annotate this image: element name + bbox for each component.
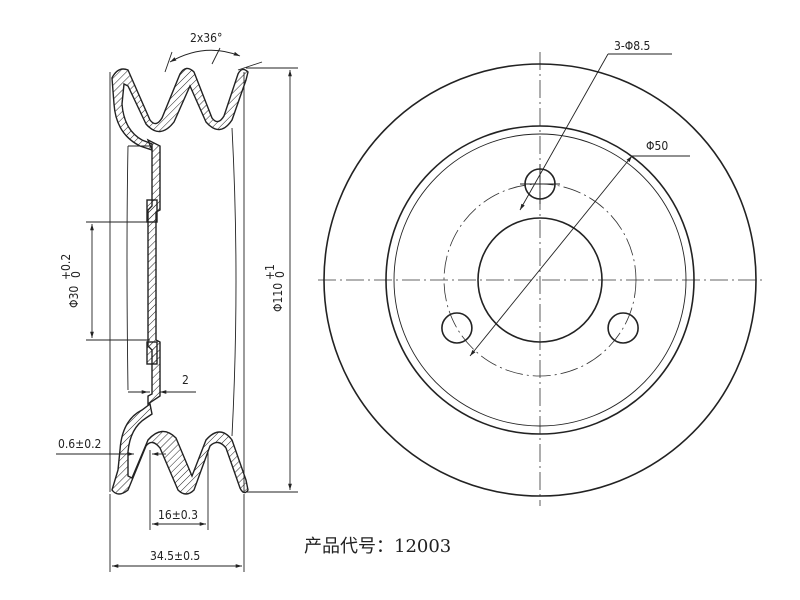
hub-bottom-section [146,341,158,365]
inner-contour-right [231,127,237,437]
bore-tol-upper: +0.2 [59,254,73,280]
top-groove-section [111,67,249,151]
hole-spec-leader [519,53,609,211]
section-view: 2x36° Φ110 +1 0 Φ30 +0.2 0 2 0.6±0.2 [56,31,298,572]
bore-label: Φ30 +0.2 0 [59,254,83,308]
outer-dia-tol-lower: 0 [273,271,287,278]
hub-top-section [146,199,158,223]
wall-thickness-label: 0.6±0.2 [58,437,101,451]
pcd-dim-line [469,155,633,357]
outer-dia-tol-upper: +1 [263,264,277,280]
inner-rim-circle [393,133,687,427]
pcd-label: Φ50 [646,139,668,153]
outer-rim-circle [323,63,757,497]
overall-width-label: 34.5±0.5 [150,549,200,563]
angle-ext-3 [237,61,263,71]
outer-dia-text: Φ110 [271,283,285,312]
bore-text: Φ30 [67,286,81,308]
groove-angle-label: 2x36° [190,31,222,45]
groove-circle [385,125,695,435]
groove-pitch-label: 16±0.3 [158,508,198,522]
outer-dia-label: Φ110 +1 0 [263,264,287,312]
hole-spec-label: 3-Φ8.5 [614,39,650,53]
web-gap-label: 2 [182,373,189,387]
bolt-hole-left [441,312,473,344]
angle-ext-1 [164,51,173,73]
angle-dim-arc [169,49,241,63]
bottom-groove-section [111,402,249,495]
product-code-caption: 产品代号：12003 [304,536,451,557]
angle-ext-2 [211,47,221,65]
front-view: 3-Φ8.5 Φ50 [318,39,764,506]
inner-contour-left [126,145,129,391]
bore-tol-lower: 0 [69,271,83,278]
